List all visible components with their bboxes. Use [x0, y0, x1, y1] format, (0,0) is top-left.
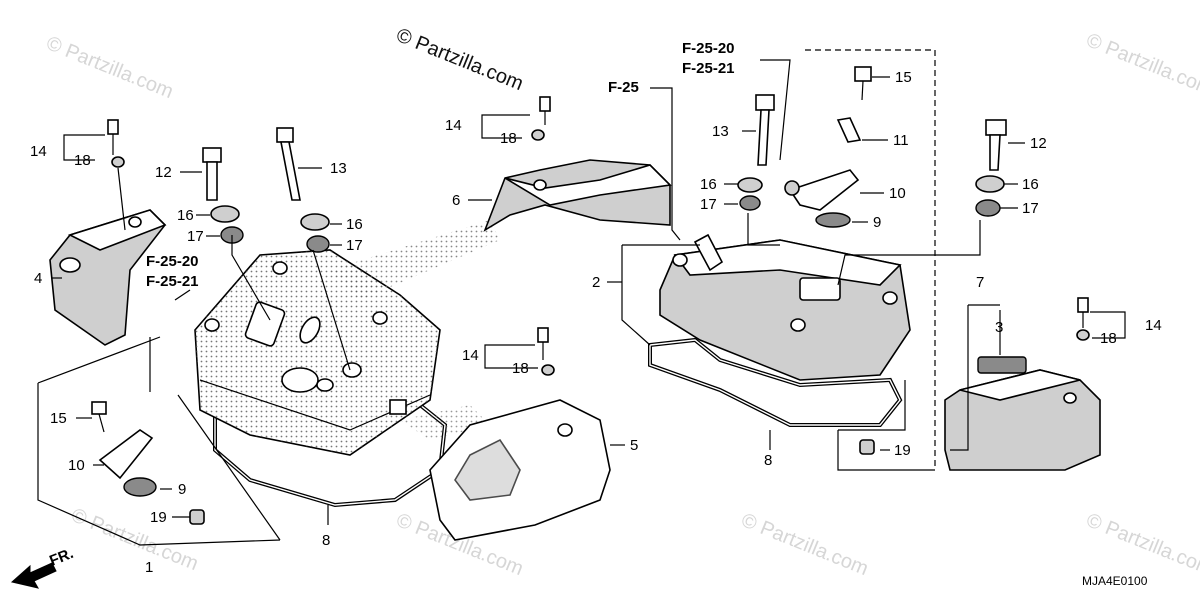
hidden-projection — [400, 405, 490, 440]
callout-label: 16 — [346, 216, 363, 233]
ref-code: F-25-20 — [682, 40, 735, 57]
part-6-top-cover — [483, 96, 672, 232]
callout-label: 1 — [145, 559, 153, 576]
callout-label: 19 — [150, 509, 167, 526]
front-direction-indicator: FR. — [10, 545, 76, 589]
watermark-text: © Partzilla.com — [738, 509, 871, 580]
callout-label: 12 — [1030, 135, 1047, 152]
diagram-code: MJA4E0100 — [1082, 574, 1148, 588]
hidden-projection — [330, 220, 500, 300]
ref-code: F-25-20 — [146, 253, 199, 270]
callout-label: 8 — [322, 532, 330, 549]
callout-label: 16 — [177, 207, 194, 224]
left-fastener-set — [91, 119, 330, 525]
arrow-left-icon — [10, 562, 57, 589]
callout-label: 9 — [178, 481, 186, 498]
watermark-text: © Partzilla.com — [1083, 509, 1200, 580]
callout-label: 13 — [330, 160, 347, 177]
callout-label: 4 — [34, 270, 42, 287]
callout-label: 17 — [700, 196, 717, 213]
direction-label: FR. — [47, 545, 76, 570]
callout-label: 12 — [155, 164, 172, 181]
callout-label: 11 — [893, 132, 909, 149]
right-cylinder-head-cover — [648, 233, 911, 427]
callout-label: 10 — [889, 185, 906, 202]
watermark-main: © Partzilla.com — [393, 24, 526, 95]
reference-codes: F-25-20 F-25-21 F-25-20 F-25-21 F-25 — [146, 40, 735, 290]
callout-label: 15 — [895, 69, 912, 86]
callout-label: 14 — [1145, 317, 1162, 334]
callout-label: 6 — [452, 192, 460, 209]
callout-label: 14 — [462, 347, 479, 364]
callout-label: 2 — [592, 274, 600, 291]
left-cylinder-head-cover — [194, 249, 448, 508]
callout-label: 10 — [68, 457, 85, 474]
ref-code: F-25-21 — [146, 273, 199, 290]
watermark-text: © Partzilla.com — [1083, 29, 1200, 100]
part-4-side-cover — [49, 209, 167, 346]
callout-label: 18 — [74, 152, 91, 169]
callout-label: 16 — [700, 176, 717, 193]
part-7-side-cover — [944, 297, 1101, 471]
leader-lines — [52, 59, 1126, 525]
right-fastener-set — [737, 66, 1007, 455]
callout-label: 19 — [894, 442, 911, 459]
callout-label: 7 — [976, 274, 984, 291]
callout-label: 13 — [712, 123, 729, 140]
part-5-bottom-cover — [429, 327, 611, 541]
callout-label: 3 — [995, 319, 1003, 336]
callout-label: 17 — [187, 228, 204, 245]
callout-label: 17 — [1022, 200, 1039, 217]
callout-label: 8 — [764, 452, 772, 469]
watermark-text: © Partzilla.com — [43, 32, 176, 103]
callout-label: 16 — [1022, 176, 1039, 193]
callout-label: 14 — [30, 143, 47, 160]
callout-label: 18 — [500, 130, 517, 147]
callout-label: 9 — [873, 214, 881, 231]
callout-label: 14 — [445, 117, 462, 134]
watermark-text: © Partzilla.com — [68, 504, 201, 575]
callout-label: 17 — [346, 237, 363, 254]
ref-code: F-25-21 — [682, 60, 735, 77]
callout-label: 15 — [50, 410, 67, 427]
callout-numbers: 14 18 12 16 17 13 16 17 4 15 10 9 19 1 8… — [30, 69, 1162, 576]
ref-code: F-25 — [608, 79, 639, 96]
callout-label: 5 — [630, 437, 638, 454]
callout-label: 18 — [1100, 330, 1117, 347]
callout-label: 18 — [512, 360, 529, 377]
